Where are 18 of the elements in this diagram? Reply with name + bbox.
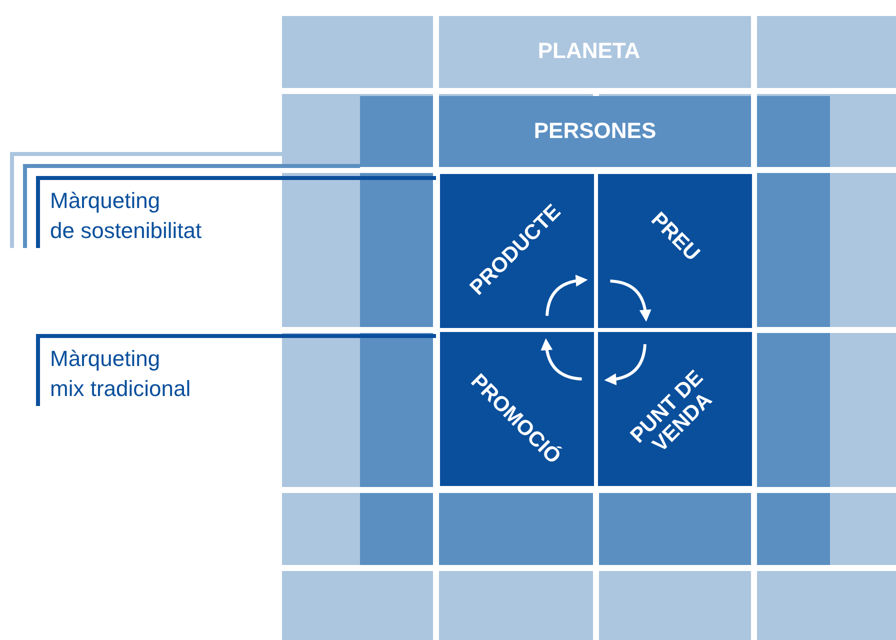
cycle-arrow bbox=[604, 344, 646, 386]
leader-line bbox=[10, 152, 282, 248]
cycle-arrow bbox=[546, 274, 588, 316]
quadrant-panel bbox=[598, 174, 752, 328]
quadrant-panel bbox=[440, 332, 594, 486]
cycle-arrow bbox=[540, 338, 582, 380]
side-label: Màrqueting mix tradicional bbox=[50, 345, 192, 403]
leader-line bbox=[23, 164, 360, 248]
inner-band bbox=[360, 96, 830, 566]
side-label: Màrqueting de sostenibilitat bbox=[50, 187, 203, 245]
leader-line bbox=[36, 334, 436, 406]
band-title: PERSONES bbox=[532, 118, 658, 144]
outer-band bbox=[282, 16, 896, 640]
cycle-arrow bbox=[610, 280, 652, 322]
band-title: PLANETA bbox=[536, 38, 642, 64]
leader-line bbox=[36, 176, 436, 248]
quadrant-panel bbox=[598, 332, 752, 486]
quadrant-panel bbox=[440, 174, 594, 328]
